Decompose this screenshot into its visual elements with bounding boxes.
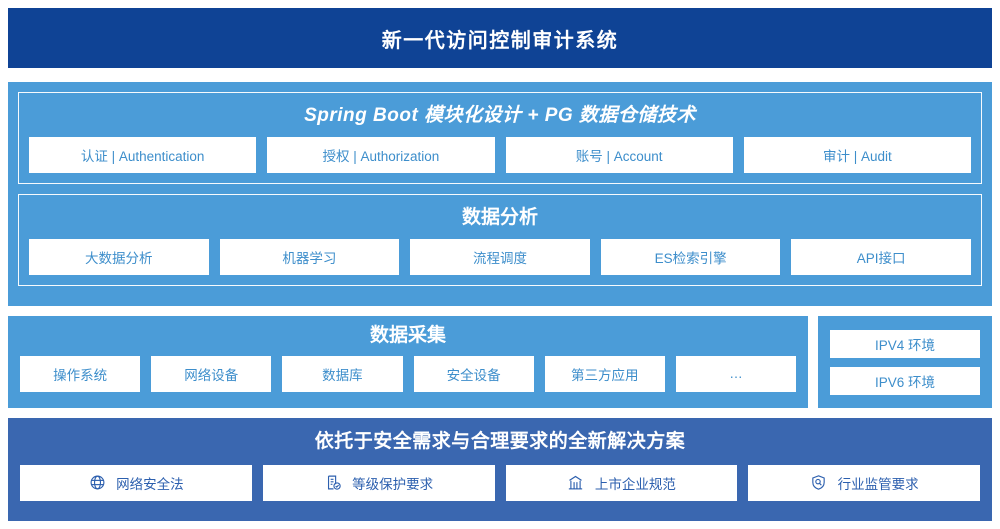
application-card-account[interactable]: 账号 | Account (505, 136, 733, 173)
compliance-block: 依托于安全需求与合理要求的全新解决方案 网络安全法 (8, 418, 992, 521)
compliance-card-label: 网络安全法 (116, 476, 184, 492)
compliance-card-cybersecurity-law[interactable]: 网络安全法 (20, 464, 252, 501)
collection-card-more[interactable]: … (675, 355, 797, 392)
shield-search-icon (810, 474, 828, 492)
compliance-card-listed-company-standard[interactable]: 上市企业规范 (505, 464, 738, 501)
analysis-layer-title: 数据分析 (461, 206, 538, 228)
compliance-card-classified-protection[interactable]: 等级保护要求 (262, 464, 495, 501)
collection-card-operating-system[interactable]: 操作系统 (20, 355, 141, 392)
bank-icon (567, 474, 585, 492)
page-title: 新一代访问控制审计系统 (381, 29, 619, 52)
analysis-card-bigdata[interactable]: 大数据分析 (29, 238, 209, 275)
collection-card-security-device[interactable]: 安全设备 (413, 355, 534, 392)
environment-card-ipv6[interactable]: IPV6 环境 (830, 366, 980, 395)
collection-block: 数据采集 操作系统 网络设备 数据库 安全设备 第三方应用 … IPV4 环境 … (8, 316, 992, 408)
compliance-card-industry-regulation[interactable]: 行业监管要求 (748, 464, 980, 501)
compliance-layer-title: 依托于安全需求与合理要求的全新解决方案 (314, 431, 686, 452)
analysis-card-process-scheduling[interactable]: 流程调度 (410, 238, 590, 275)
platform-block: Spring Boot 模块化设计 + PG 数据仓储技术 认证 | Authe… (8, 82, 992, 306)
application-card-audit[interactable]: 审计 | Audit (743, 136, 971, 173)
compliance-card-label: 上市企业规范 (594, 476, 676, 492)
page-header: 新一代访问控制审计系统 (8, 8, 992, 68)
compliance-card-label: 等级保护要求 (352, 476, 434, 492)
environment-panel: IPV4 环境 IPV6 环境 (818, 316, 992, 408)
collection-layer-panel: 数据采集 操作系统 网络设备 数据库 安全设备 第三方应用 … (8, 316, 808, 408)
collection-layer-card-row: 操作系统 网络设备 数据库 安全设备 第三方应用 … (20, 355, 797, 392)
collection-card-network-device[interactable]: 网络设备 (151, 355, 272, 392)
collection-layer-title: 数据采集 (369, 325, 446, 346)
application-layer-panel: Spring Boot 模块化设计 + PG 数据仓储技术 认证 | Authe… (18, 92, 982, 184)
analysis-card-api[interactable]: API接口 (791, 238, 971, 275)
application-card-authorization[interactable]: 授权 | Authorization (267, 136, 495, 173)
analysis-layer-panel: 数据分析 大数据分析 机器学习 流程调度 ES检索引擎 API接口 (18, 193, 982, 286)
analysis-layer-card-row: 大数据分析 机器学习 流程调度 ES检索引擎 API接口 (29, 238, 971, 275)
application-layer-card-row: 认证 | Authentication 授权 | Authorization 账… (29, 136, 971, 173)
analysis-card-es-search[interactable]: ES检索引擎 (600, 238, 781, 275)
environment-card-ipv4[interactable]: IPV4 环境 (830, 329, 980, 358)
compliance-card-label: 行业监管要求 (837, 476, 919, 492)
document-check-icon (324, 474, 342, 492)
application-card-authentication[interactable]: 认证 | Authentication (29, 136, 257, 173)
analysis-card-machine-learning[interactable]: 机器学习 (219, 238, 400, 275)
collection-card-database[interactable]: 数据库 (282, 355, 403, 392)
collection-card-third-party-app[interactable]: 第三方应用 (544, 355, 665, 392)
application-layer-title: Spring Boot 模块化设计 + PG 数据仓储技术 (304, 105, 696, 126)
globe-icon (88, 474, 106, 492)
compliance-card-row: 网络安全法 等级保护要求 (20, 464, 980, 501)
